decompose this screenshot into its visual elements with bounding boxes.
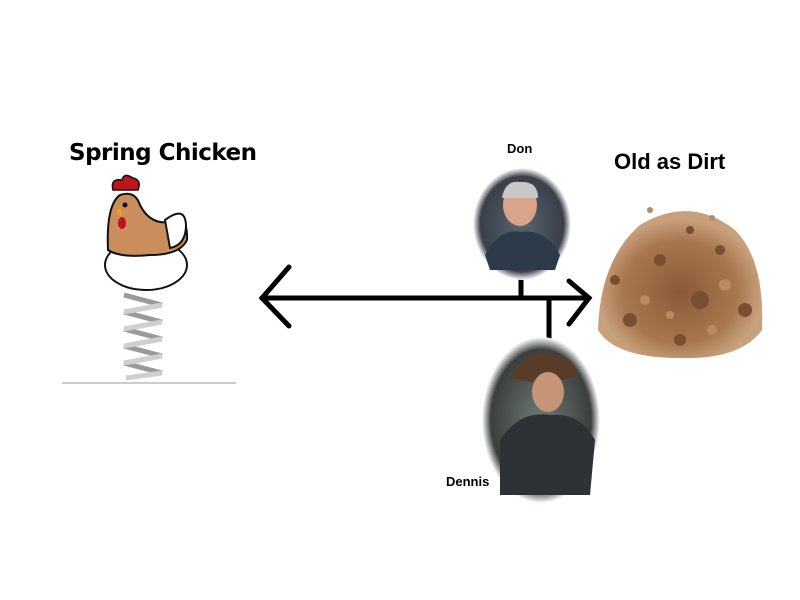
don-label: Don — [507, 141, 533, 156]
dirt-pile-image — [598, 207, 763, 359]
dennis-photo — [482, 337, 600, 503]
spring-chicken-label: Spring Chicken — [69, 140, 257, 166]
dennis-label: Dennis — [446, 474, 490, 489]
don-photo — [473, 168, 571, 280]
spring-chicken-image — [62, 174, 236, 384]
old-as-dirt-label: Old as Dirt — [614, 149, 726, 174]
age-spectrum-arrow — [258, 264, 593, 341]
